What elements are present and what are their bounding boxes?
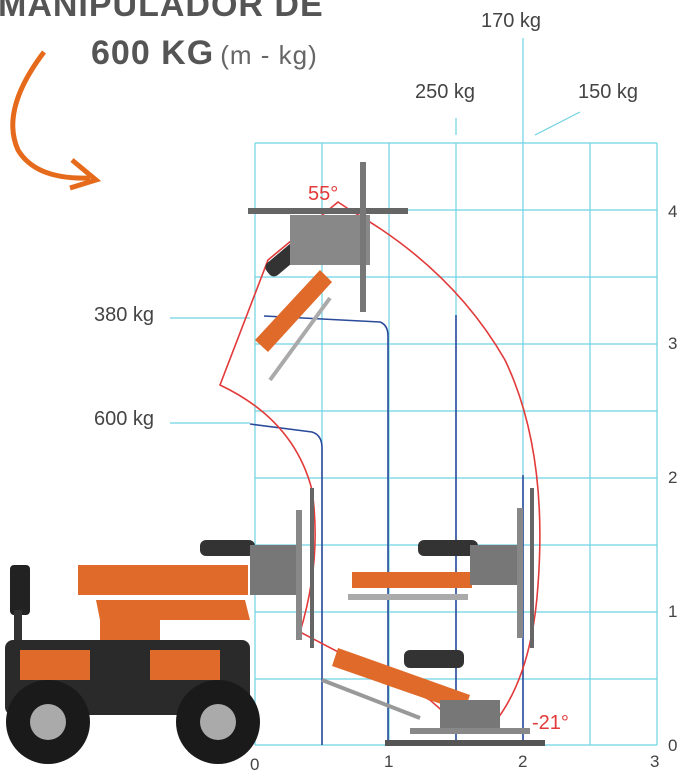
boom-low (321, 648, 545, 746)
machine-body (5, 488, 314, 764)
title-capacity: 600 KG (91, 34, 215, 72)
title-unit: (m - kg) (220, 40, 318, 70)
title-line2: 600 KG(m - kg) (91, 34, 318, 73)
pointer-arrow (10, 50, 91, 181)
load-label-left-top: 250 kg (415, 81, 476, 103)
y-tick-1: 1 (668, 602, 678, 621)
grid (170, 38, 658, 746)
work-envelope (218, 201, 541, 723)
load-label-right-top: 150 kg (578, 81, 639, 103)
arrow-head-icon (69, 158, 102, 191)
load-label-top: 170 kg (481, 10, 542, 32)
x-tick-1: 1 (384, 752, 394, 771)
title-line1: MANIPULADOR DE (0, 0, 324, 24)
boom-high (248, 162, 408, 382)
x-tick-3: 3 (650, 752, 660, 771)
boom-mid (348, 488, 534, 648)
y-tick-3: 3 (668, 334, 678, 353)
y-tick-4: 4 (668, 202, 678, 221)
angle-max: 55° (308, 183, 339, 205)
angle-min: -21° (532, 712, 569, 734)
x-tick-2: 2 (518, 752, 528, 771)
load-label-mid-left: 380 kg (94, 304, 155, 326)
y-tick-2: 2 (668, 468, 678, 487)
y-tick-0: 0 (668, 736, 678, 755)
x-tick-0: 0 (250, 755, 260, 774)
load-label-low-left: 600 kg (94, 408, 155, 430)
